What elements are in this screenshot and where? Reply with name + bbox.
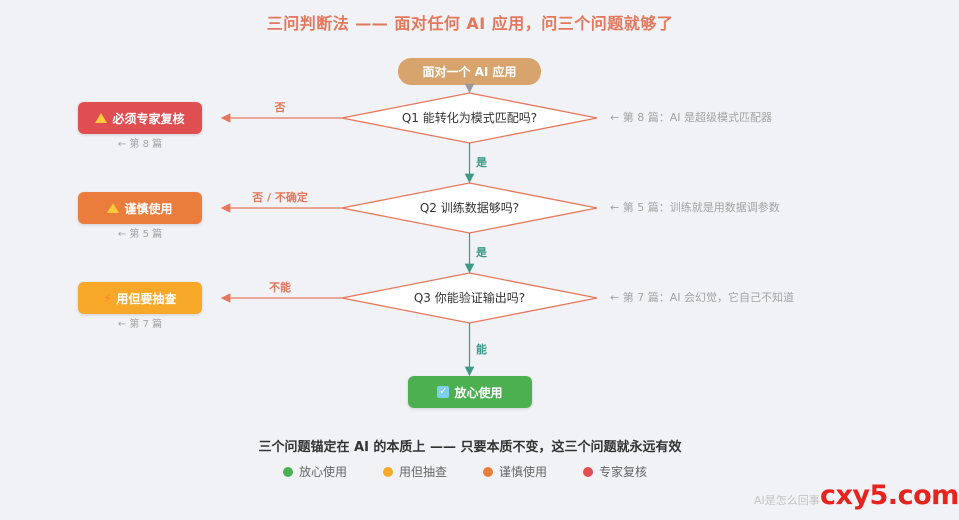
outcome-expert-review-label: 必须专家复核 bbox=[112, 111, 185, 126]
outcome-ref-1: ← 第 8 篇 bbox=[118, 137, 162, 150]
outcome-caution: 谨慎使用 bbox=[78, 192, 202, 224]
decision-q1-label: Q1 能转化为模式匹配吗? bbox=[402, 110, 537, 125]
final-outcome: ✓ 放心使用 bbox=[408, 376, 532, 408]
legend-dot bbox=[583, 466, 594, 477]
lightning-icon: ⚡ bbox=[103, 291, 112, 305]
summary-text: 三个问题锚定在 AI 的本质上 —— 只要本质不变，这三个问题就永远有效 bbox=[258, 440, 682, 455]
outcome-spot-check-label: 用但要抽查 bbox=[116, 291, 177, 306]
ref-q2: ← 第 5 篇：训练就是用数据调参数 bbox=[610, 200, 780, 214]
decision-q3-label: Q3 你能验证输出吗? bbox=[414, 290, 525, 305]
page-title: 三问判断法 —— 面对任何 AI 应用，问三个问题就够了 bbox=[266, 14, 674, 33]
final-outcome-label: 放心使用 bbox=[454, 385, 503, 400]
start-node-label: 面对一个 AI 应用 bbox=[422, 64, 516, 79]
legend-dot bbox=[282, 466, 293, 477]
decision-q2-label: Q2 训练数据够吗? bbox=[420, 200, 519, 215]
legend-item: 谨慎使用 bbox=[483, 463, 547, 480]
ref-q1: ← 第 8 篇：AI 是超级模式匹配器 bbox=[610, 110, 772, 124]
legend-label: 谨慎使用 bbox=[499, 465, 548, 479]
outcome-expert-review: 必须专家复核 bbox=[78, 102, 202, 134]
edge-q3-no-label: 不能 bbox=[269, 280, 291, 294]
watermark-text: AI是怎么回事 bbox=[754, 494, 820, 507]
outcome-spot-check: ⚡ 用但要抽查 bbox=[78, 282, 202, 314]
legend-item: 用但抽查 bbox=[382, 463, 447, 480]
legend-dot bbox=[382, 466, 393, 477]
legend-label: 用但抽查 bbox=[398, 465, 447, 479]
legend: 放心使用 用但抽查 谨慎使用 专家复核 bbox=[0, 463, 930, 480]
legend-item: 专家复核 bbox=[583, 463, 647, 480]
edge-q3-yes-label: 能 bbox=[476, 342, 487, 356]
outcome-ref-3: ← 第 7 篇 bbox=[118, 317, 162, 330]
watermark-logo: cxy5.com bbox=[820, 480, 959, 511]
legend-label: 专家复核 bbox=[599, 465, 648, 479]
outcome-caution-label: 谨慎使用 bbox=[124, 201, 173, 216]
edge-q2-no-label: 否 / 不确定 bbox=[251, 190, 308, 204]
edge-q1-yes-label: 是 bbox=[475, 156, 488, 169]
ref-q3: ← 第 7 篇：AI 会幻觉，它自己不知道 bbox=[610, 290, 794, 304]
outcome-ref-2: ← 第 5 篇 bbox=[118, 227, 162, 240]
legend-item: 放心使用 bbox=[282, 463, 347, 480]
edge-q2-yes-label: 是 bbox=[475, 246, 488, 259]
edge-q1-no-label: 否 bbox=[274, 101, 286, 114]
warning-icon bbox=[107, 203, 120, 213]
warning-icon bbox=[95, 113, 108, 123]
legend-dot bbox=[483, 466, 493, 477]
legend-label: 放心使用 bbox=[298, 465, 347, 479]
start-node bbox=[398, 58, 541, 85]
check-icon: ✓ bbox=[437, 386, 450, 398]
